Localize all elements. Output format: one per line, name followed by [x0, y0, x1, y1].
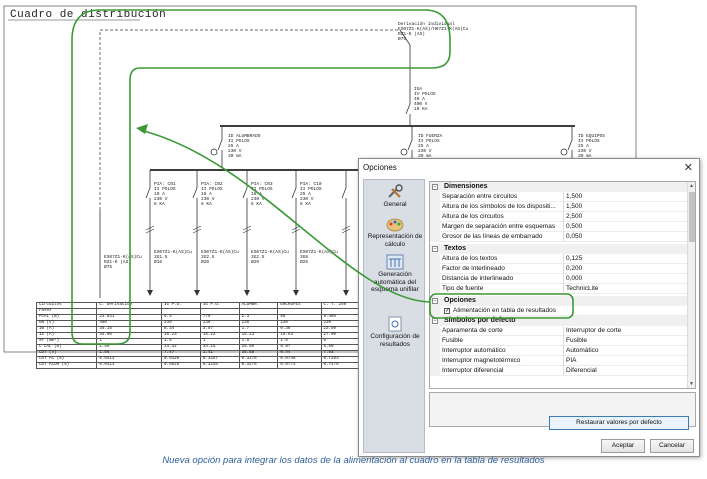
sidebar-item-generacion[interactable]: Generación automática del esquema unifil…	[364, 254, 426, 294]
close-icon[interactable]: ✕	[683, 162, 693, 174]
results-config-icon	[388, 316, 402, 332]
schema-icon	[386, 254, 404, 270]
sidebar-item-general[interactable]: General	[364, 184, 426, 209]
feed-in-results-option[interactable]: ✓ Alimentación en tabla de resultados	[430, 306, 689, 316]
circuit-breaker-label: PIA: C02 II POLOS 16 A 230 V 6 KA	[201, 182, 223, 207]
sidebar-item-configuracion[interactable]: Configuración de resultados	[364, 316, 426, 348]
sidebar-item-label: Generación automática del esquema unifil…	[371, 271, 419, 293]
circuit-cable-label: ES07Z1-K(AS)Cu 3G1.5 Ø16	[154, 250, 192, 265]
diff-right-label: ID EQUIPOS II POLOS 25 A 230 V 30 mA	[578, 134, 606, 159]
sidebar-item-label: Configuración de resultados	[370, 333, 420, 348]
circuit-breaker-label: PIA: C10 II POLOS 25 A 230 V 6 KA	[300, 182, 322, 207]
options-dialog: Opciones ✕ General Representación de cál…	[358, 158, 700, 457]
checkbox-label: Alimentación en tabla de resultados	[453, 307, 556, 314]
category-textos[interactable]: − Textos	[430, 244, 689, 254]
circuit-cable-label: ES07Z1-K(AS)Cu 3G6 Ø25	[300, 250, 338, 265]
dialog-titlebar: Opciones ✕	[359, 159, 699, 177]
table-cell: 0.3276	[238, 362, 279, 369]
collapse-icon[interactable]: −	[432, 246, 438, 252]
collapse-icon[interactable]: −	[432, 184, 438, 190]
palette-icon	[386, 218, 404, 232]
category-dimensiones[interactable]: − Dimensiones	[430, 182, 689, 192]
table-cell: CDT ACUM (%)	[35, 362, 98, 369]
scroll-up-icon[interactable]: ▲	[689, 183, 694, 189]
tools-icon	[388, 184, 403, 198]
property-row[interactable]: Altura de los símbolos de los dispositi.…	[430, 202, 689, 212]
scroll-down-icon[interactable]: ▼	[689, 381, 694, 387]
figure-caption: Nueva opción para integrar los datos de …	[162, 455, 545, 466]
table-cell: 0.6625	[161, 362, 201, 369]
circuit-breaker-label: PIA: C01 II POLOS 10 A 230 V 6 KA	[154, 182, 176, 207]
property-grid: − Dimensiones Separación entre circuitos…	[429, 181, 696, 389]
sidebar-item-label: General	[383, 201, 407, 208]
table-cell: 0.3235	[199, 362, 240, 369]
collapse-icon[interactable]: −	[432, 318, 438, 324]
feed-in-results-checkbox[interactable]: ✓	[444, 308, 451, 314]
table-cell: 0.0773	[277, 362, 322, 369]
feeder-cable-label: ES07Z1-K(AS)Cu RZ1-K (AS) Ø75	[104, 255, 142, 270]
cancel-button[interactable]: Cancelar	[650, 439, 694, 453]
scroll-thumb[interactable]	[689, 192, 695, 242]
main-switch-label: IGA IV POLOS 40 A 400 V 10 KA	[414, 87, 436, 112]
category-simbolos[interactable]: − Símbolos por defecto	[430, 316, 689, 326]
category-opciones[interactable]: − Opciones	[430, 296, 689, 306]
circuit-cable-label: ES07Z1-K(AS)Cu 3G2.5 Ø20	[201, 250, 239, 265]
sidebar-item-representacion[interactable]: Representación de cálculo	[364, 216, 426, 248]
options-sidebar: General Representación de cálculo Genera…	[363, 179, 425, 453]
diff-mid-label: ID FUERZA II POLOS 25 A 230 V 30 mA	[418, 134, 443, 159]
accept-button[interactable]: Aceptar	[601, 439, 645, 453]
diff-left-label: ID ALUMBRADO II POLOS 25 A 230 V 30 mA	[228, 134, 261, 159]
property-scrollbar[interactable]: ▲ ▼	[687, 182, 695, 388]
circuit-cable-label: ES07Z1-K(AS)Cu 3G2.5 Ø20	[251, 250, 289, 265]
table-cell: 0.0413	[96, 362, 163, 369]
sidebar-item-label: Representación de cálculo	[367, 233, 423, 248]
feeder-label: Derivación individual ES07Z1-K(AS)/H07Z1…	[398, 22, 469, 42]
collapse-icon[interactable]: −	[432, 298, 438, 304]
dialog-title: Opciones	[363, 163, 397, 172]
drawing-title: Cuadro de distribución	[10, 9, 167, 21]
circuit-breaker-label: PIA: C03 II POLOS 16 A 230 V 6 KA	[251, 182, 273, 207]
restore-defaults-button[interactable]: Restaurar valores por defecto	[549, 416, 689, 430]
